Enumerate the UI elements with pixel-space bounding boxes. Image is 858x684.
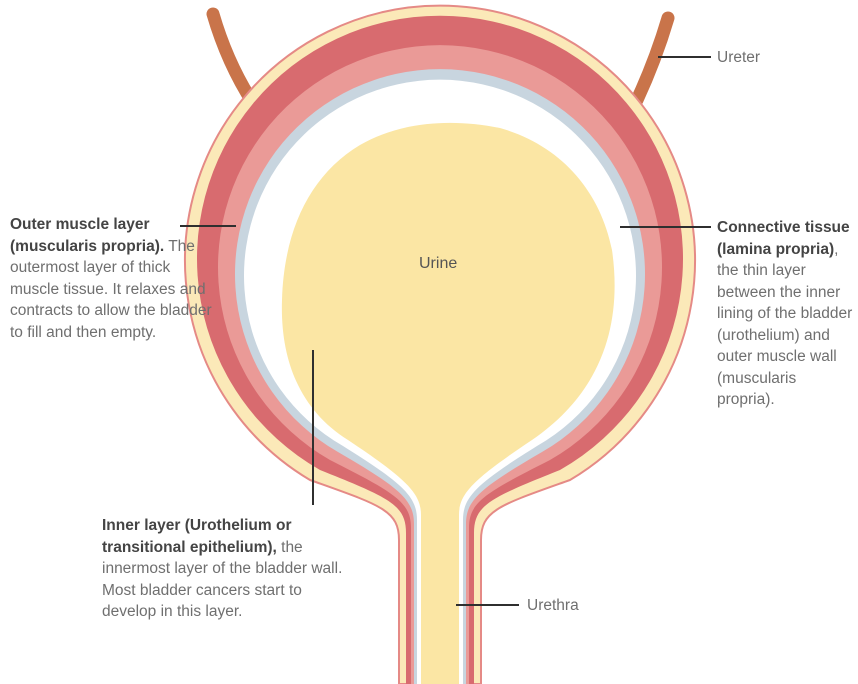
urine-label: Urine xyxy=(419,253,457,275)
connective-tissue-title: Connective tissue (lamina propria) xyxy=(717,219,850,258)
outer-muscle-layer-label: Outer muscle layer (muscularis propria).… xyxy=(10,214,215,343)
connective-tissue-label: Connective tissue (lamina propria), the … xyxy=(717,217,857,411)
connective-tissue-description: , the thin layer between the inner linin… xyxy=(717,241,852,409)
inner-layer-label: Inner layer (Urothelium or transitional … xyxy=(102,515,347,623)
inner-layer-title: Inner layer (Urothelium or transitional … xyxy=(102,517,291,556)
left-ureter xyxy=(213,14,253,103)
outer-muscle-layer-title: Outer muscle layer (muscularis propria). xyxy=(10,216,164,255)
ureter-label: Ureter xyxy=(717,47,760,69)
urethra-label: Urethra xyxy=(527,595,579,617)
right-ureter xyxy=(637,18,668,100)
